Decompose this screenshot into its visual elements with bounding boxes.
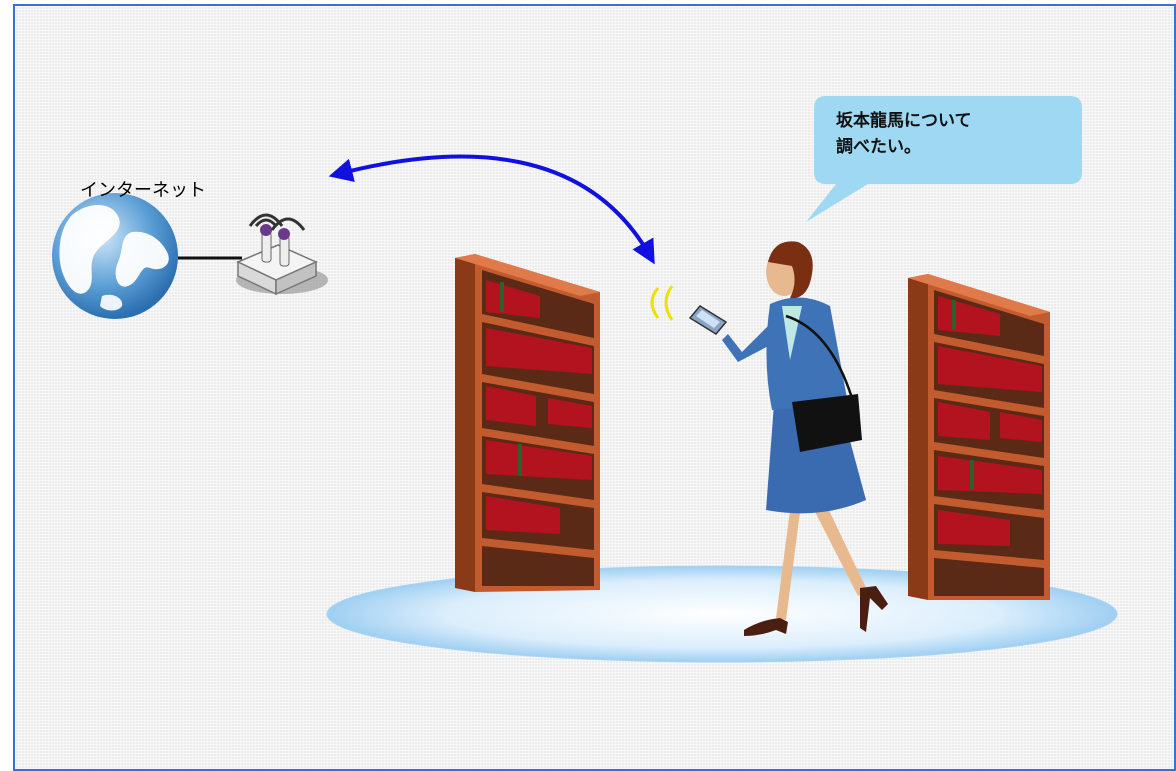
bookshelf-icon — [455, 254, 600, 592]
speech-bubble-line: 調べたい。 — [836, 137, 921, 157]
woman-figure-icon — [688, 241, 888, 636]
speech-bubble — [806, 96, 1082, 222]
bookshelf-icon — [908, 274, 1050, 600]
speech-bubble-text: 坂本龍馬について 調べたい。 — [836, 108, 1036, 160]
globe-icon — [52, 193, 178, 319]
signal-waves-icon — [650, 285, 674, 321]
wireless-router-icon — [236, 213, 328, 296]
speech-bubble-line: 坂本龍馬について — [836, 111, 972, 131]
internet-label: インターネット — [80, 180, 206, 201]
wireless-connection-arrow — [328, 154, 655, 265]
